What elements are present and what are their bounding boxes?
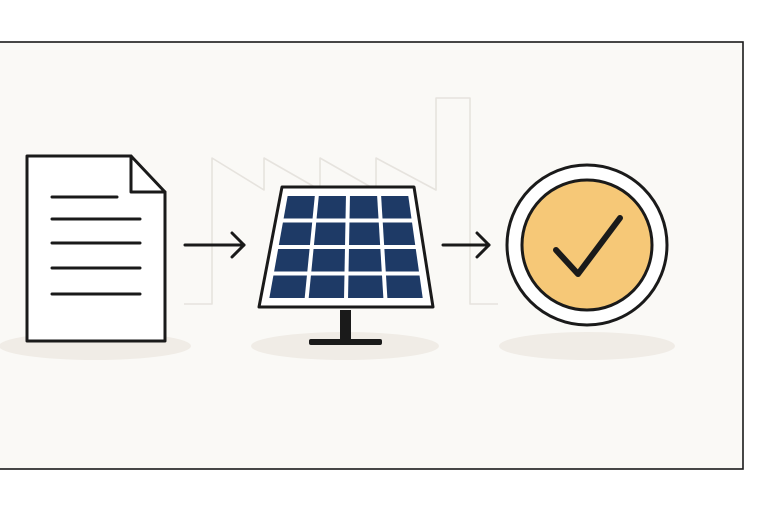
checkmark-icon [553,215,623,277]
solar-cell [381,196,412,219]
solar-cell [348,249,382,272]
arrow-right-icon [441,231,491,259]
solar-cell [382,222,416,245]
solar-cell [384,249,419,272]
solar-cell [313,222,346,245]
solar-cell [274,249,310,272]
solar-panel-base [309,339,382,345]
checkmark-badge-icon [505,163,669,327]
badge-shadow [499,332,675,360]
arrow-right-icon [183,231,246,259]
solar-cell-grid [269,196,423,298]
solar-cell [349,196,379,219]
solar-cell [283,196,315,219]
solar-cell [349,222,381,245]
solar-cell [316,196,346,219]
solar-cell [385,275,423,298]
solar-panel-shadow [251,332,439,360]
document-icon [25,154,167,343]
solar-cell [348,275,384,298]
solar-cell [311,249,345,272]
solar-panel-icon [257,185,435,345]
solar-cell [278,222,313,245]
solar-cell [269,275,307,298]
solar-panel-post [340,310,351,342]
solar-cell [308,275,345,298]
factory-icon [184,97,498,305]
